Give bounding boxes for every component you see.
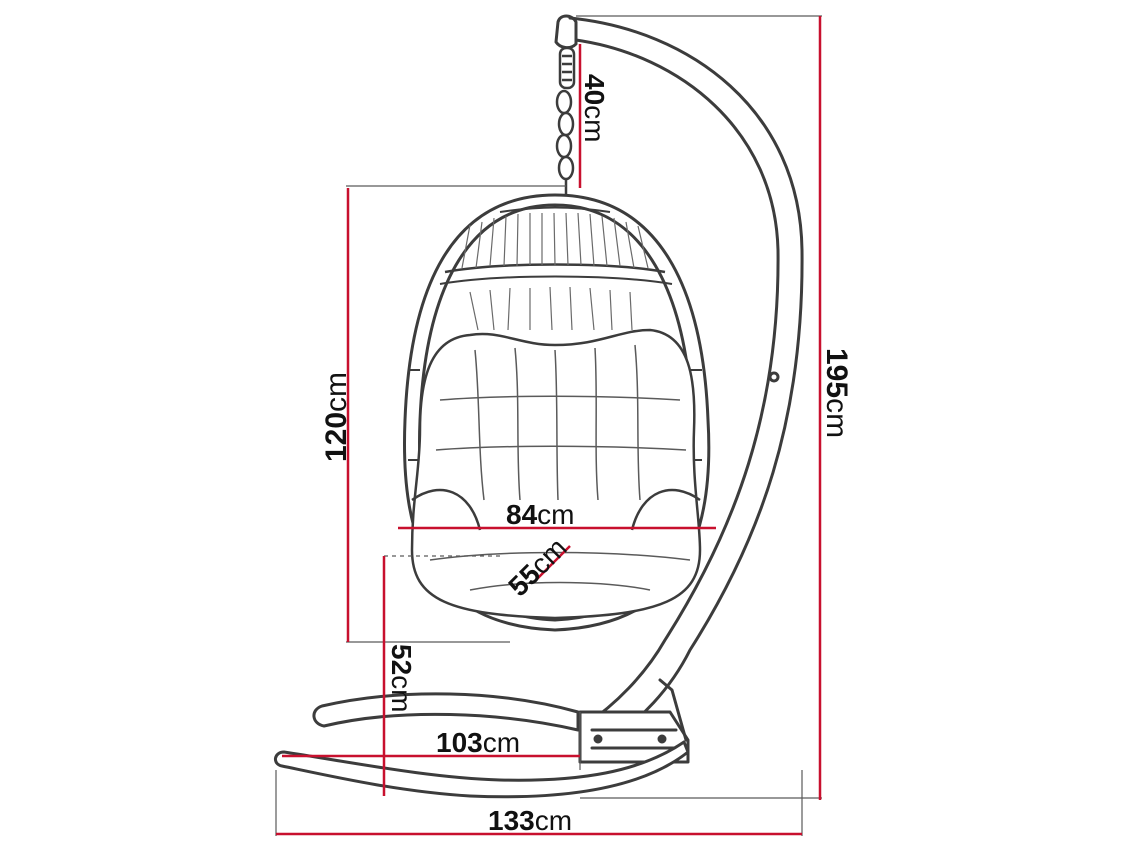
chain: [555, 46, 576, 194]
svg-text:195cm: 195cm: [820, 348, 853, 438]
stand-frame: [274, 14, 804, 799]
basket-weave: [461, 212, 649, 331]
svg-text:120cm: 120cm: [320, 372, 353, 462]
dim-line-seat-depth: [533, 545, 571, 583]
label-basket-height: 120cm: [320, 372, 353, 462]
dimension-lines: [276, 16, 822, 836]
cushion-tufting: [429, 344, 691, 591]
label-outer-base: 133cm: [488, 805, 572, 836]
dimension-guides: [275, 15, 822, 836]
label-chain-height: 40cm: [579, 74, 610, 142]
svg-text:52cm: 52cm: [386, 644, 417, 712]
label-seat-height: 52cm: [386, 644, 417, 712]
label-inner-base: 103cm: [436, 727, 520, 758]
label-basket-width: 84cm: [506, 499, 574, 530]
cushion: [410, 328, 702, 620]
svg-text:40cm: 40cm: [579, 74, 610, 142]
label-stand-height: 195cm: [820, 348, 853, 438]
